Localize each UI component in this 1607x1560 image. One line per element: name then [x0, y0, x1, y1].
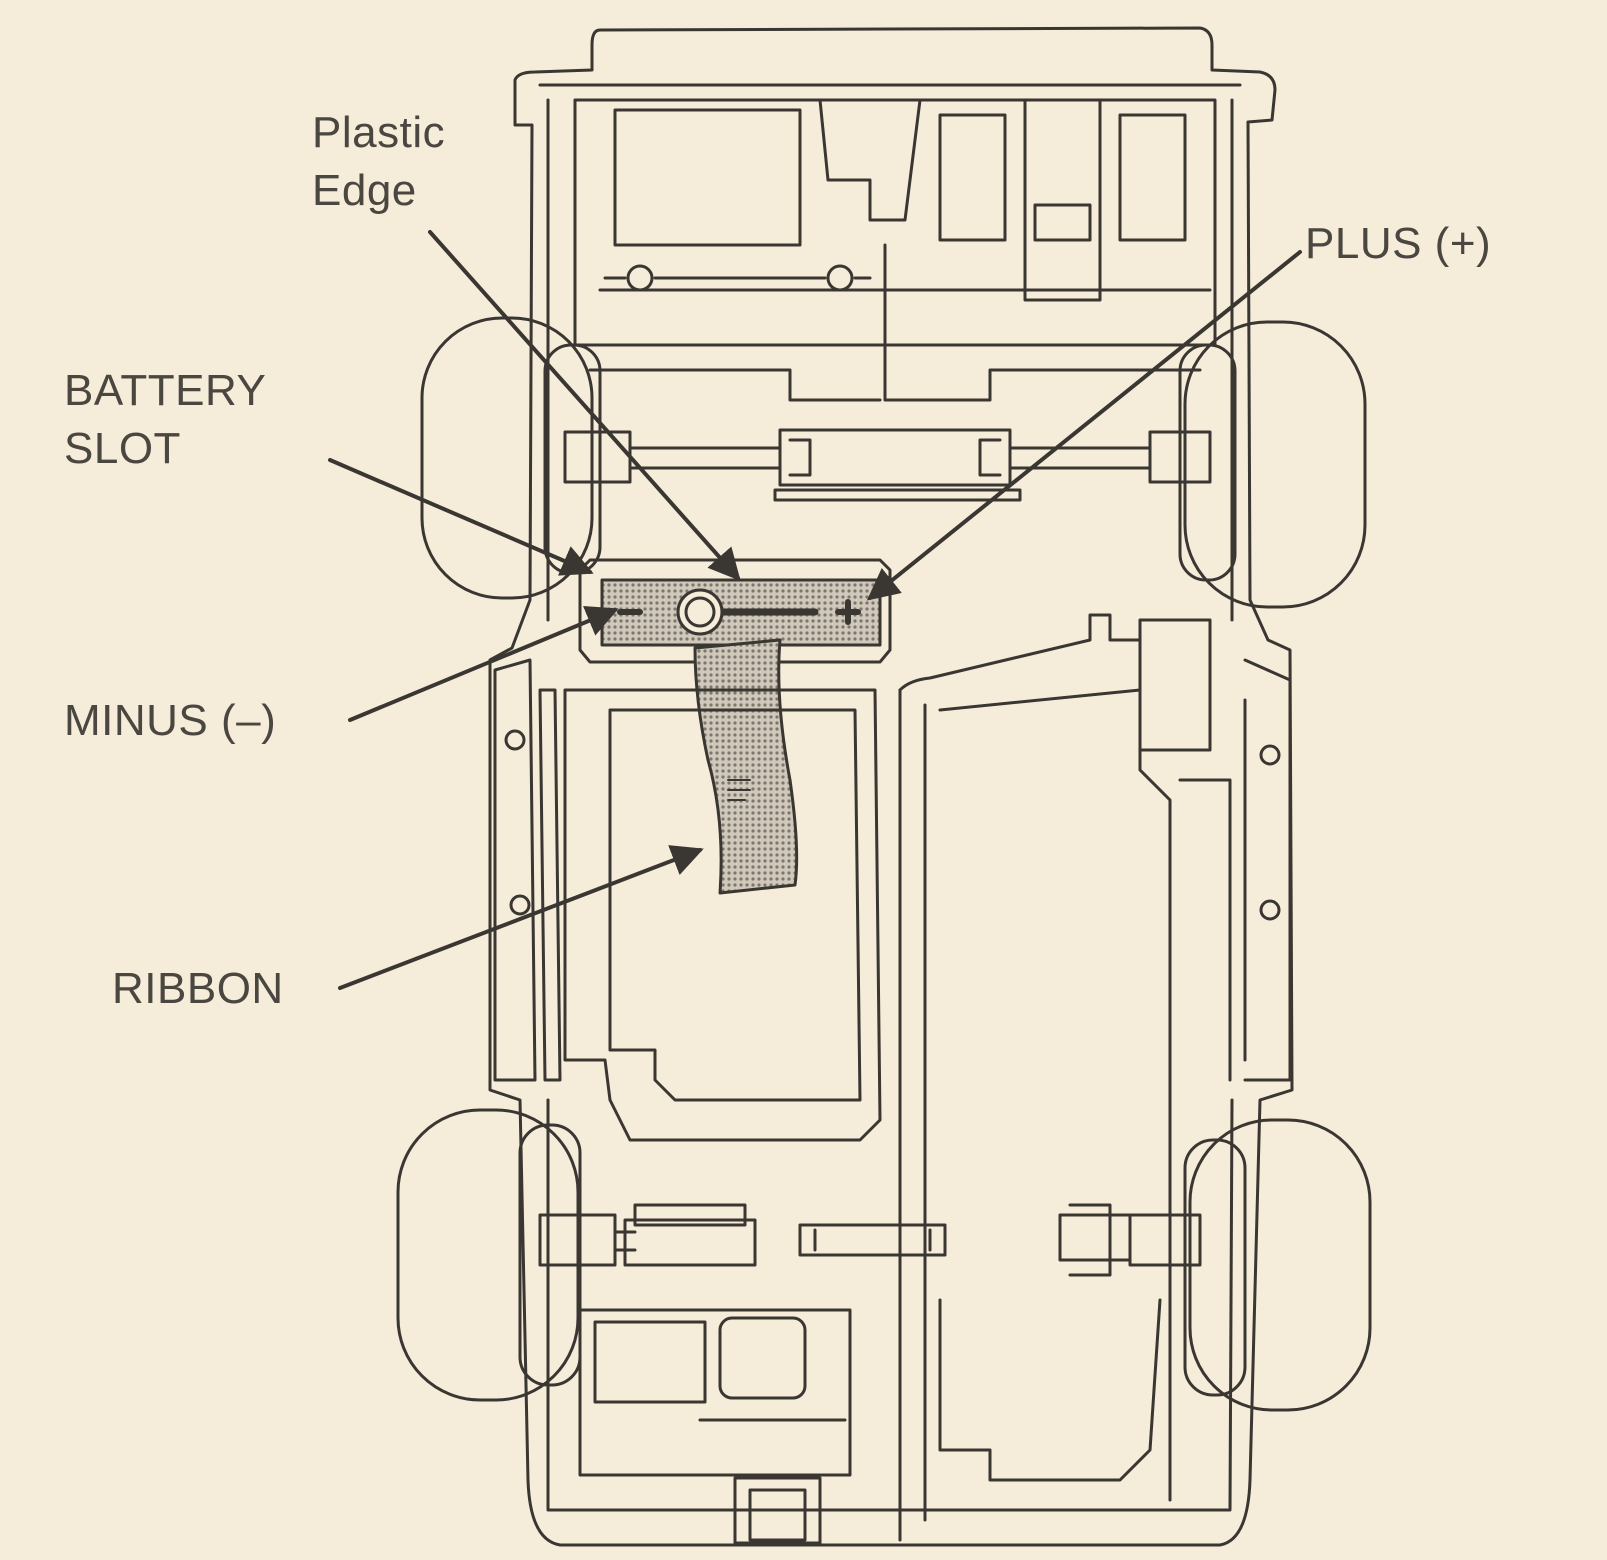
ribbon: [693, 638, 799, 895]
rear-section: [578, 1298, 1162, 1545]
left-side-trim: [493, 658, 562, 1082]
battery-slot-label-line-2: SLOT: [64, 424, 181, 473]
rear-axle: [538, 1203, 1202, 1277]
battery-slot-label: BATTERY SLOT: [64, 362, 266, 478]
mid-chassis: [563, 613, 1292, 1542]
plastic-edge-label: Plastic Edge: [312, 104, 445, 220]
front-right-wheel: [1178, 320, 1367, 609]
battery-slot-label-line-1: BATTERY: [64, 366, 267, 415]
minus-arrow: [348, 605, 619, 722]
rear-left-wheel: [396, 1108, 582, 1402]
leader-arrows: [328, 230, 1302, 990]
front-left-wheel: [420, 316, 602, 600]
rear-right-wheel: [1183, 1118, 1372, 1412]
ribbon-label: RIBBON: [112, 964, 284, 1013]
front-compartment: [573, 98, 1217, 402]
battery-slot-arrow: [328, 458, 594, 576]
ribbon-arrow: [338, 845, 704, 990]
plus-arrow: [866, 250, 1302, 601]
minus-label: MINUS (–): [64, 696, 277, 745]
plastic-edge-label-line-1: Plastic: [312, 108, 446, 157]
front-axle: [563, 428, 1212, 502]
battery-slot: [578, 558, 892, 664]
plastic-edge-arrow: [428, 230, 741, 581]
plus-label: PLUS (+): [1305, 219, 1492, 268]
plastic-edge-label-line-2: Edge: [312, 166, 417, 215]
car-body-outline: [488, 26, 1294, 1547]
